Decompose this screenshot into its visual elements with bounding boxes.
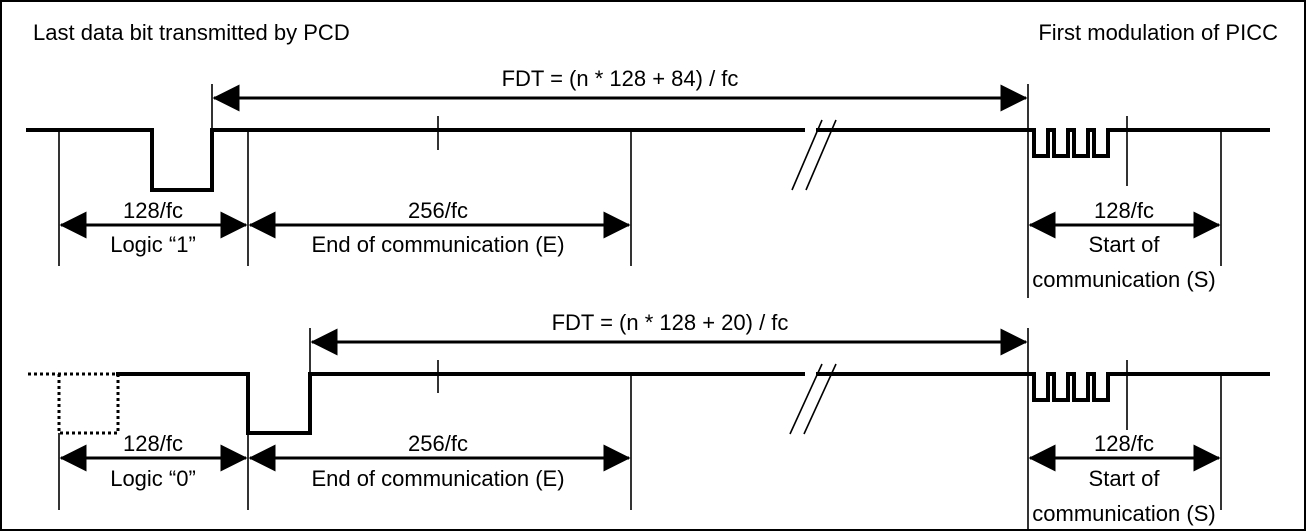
top-bit-duration: 128/fc xyxy=(123,198,183,223)
top-end-label: End of communication (E) xyxy=(311,232,564,257)
pcd-last-bit-caption: Last data bit transmitted by PCD xyxy=(33,20,350,45)
top-pcd-signal xyxy=(26,128,805,192)
top-end-duration: 256/fc xyxy=(408,198,468,223)
top-start-label-line2: communication (S) xyxy=(1032,267,1215,292)
top-picc-modulation xyxy=(1026,128,1270,158)
bottom-fdt-label: FDT = (n * 128 + 20) / fc xyxy=(552,310,789,335)
top-break-mark-2 xyxy=(805,119,837,191)
bottom-timing-diagram: FDT = (n * 128 + 20) / fc 128/fc Logic “… xyxy=(28,310,1270,531)
bottom-bit-name: Logic “0” xyxy=(110,466,196,491)
bottom-break-mark-1 xyxy=(789,363,823,435)
top-fdt-label: FDT = (n * 128 + 84) / fc xyxy=(502,66,739,91)
bottom-picc-modulation xyxy=(1026,372,1270,402)
bottom-pcd-signal xyxy=(116,372,805,435)
bottom-start-duration: 128/fc xyxy=(1094,431,1154,456)
bottom-start-label-line2: communication (S) xyxy=(1032,501,1215,526)
bottom-start-label-line1: Start of xyxy=(1089,466,1161,491)
top-bit-name: Logic “1” xyxy=(110,232,196,257)
bottom-end-label: End of communication (E) xyxy=(311,466,564,491)
top-start-label-line1: Start of xyxy=(1089,232,1161,257)
bottom-bit-duration: 128/fc xyxy=(123,431,183,456)
top-break-mark-1 xyxy=(791,119,823,191)
top-start-duration: 128/fc xyxy=(1094,198,1154,223)
bottom-break-mark-2 xyxy=(803,363,837,435)
bottom-end-duration: 256/fc xyxy=(408,431,468,456)
picc-first-modulation-caption: First modulation of PICC xyxy=(1038,20,1278,45)
bottom-previous-bit-dotted xyxy=(28,372,120,435)
top-timing-diagram: FDT = (n * 128 + 84) / fc 128/fc Logic “… xyxy=(26,66,1270,298)
